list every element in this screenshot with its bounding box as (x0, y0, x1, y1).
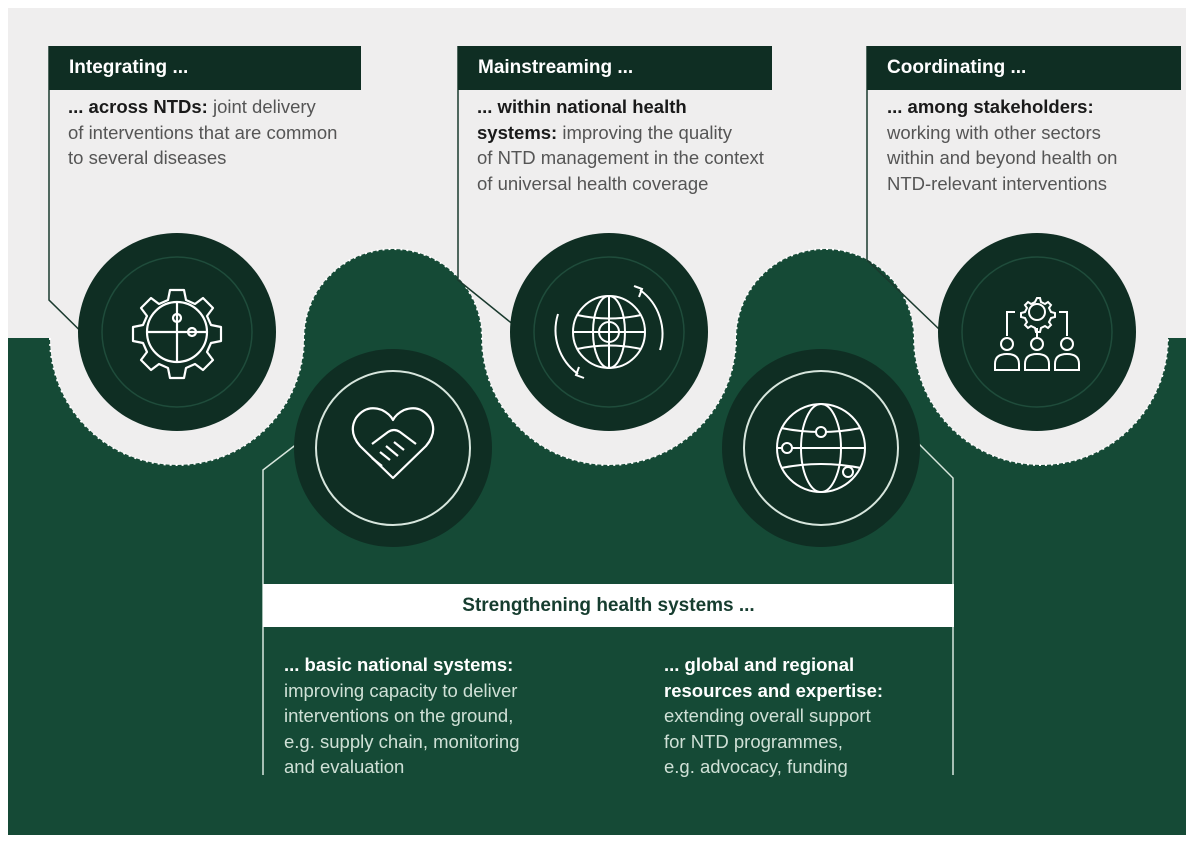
lead-mainstreaming-1: ... within national health (477, 96, 687, 117)
desc-coordinating: ... among stakeholders: working with oth… (887, 94, 1117, 196)
desc-line: joint delivery (207, 96, 316, 117)
stakeholders-gear-icon (994, 297, 1080, 371)
lead-global-1: ... global and regional (664, 654, 855, 675)
network-globe-icon (776, 403, 866, 493)
wave-dotted-edge (49, 248, 1169, 466)
puzzle-gear-icon (131, 288, 223, 380)
connector-line-coordinating (866, 46, 941, 331)
heart-handshake-icon (351, 407, 435, 480)
desc-line: of NTD management in the context (477, 147, 764, 168)
desc-line: of interventions that are common (68, 121, 338, 143)
desc-line: e.g. advocacy, funding (664, 756, 848, 777)
desc-line: of universal health coverage (477, 172, 709, 194)
desc-line: NTD-relevant interventions (887, 172, 1108, 194)
globe-cycle-icon (554, 285, 664, 379)
desc-mainstreaming: ... within national health systems: impr… (477, 94, 764, 196)
header-mainstreaming: Mainstreaming ... (458, 46, 772, 90)
lead-mainstreaming-2: systems: (477, 121, 558, 143)
desc-line: within and beyond health on (887, 147, 1118, 168)
strengthening-title: Strengthening health systems ... (263, 584, 954, 627)
desc-line: improving capacity to deliver (284, 679, 518, 701)
lead-basic-systems: ... basic national systems: (284, 654, 514, 675)
desc-line: working with other sectors (887, 121, 1101, 143)
desc-line: e.g. supply chain, monitoring (284, 730, 520, 752)
desc-line: and evaluation (284, 756, 405, 777)
desc-integrating: ... across NTDs: joint delivery of inter… (68, 94, 337, 171)
circle-basic-systems (294, 349, 492, 547)
connector-line-mainstreaming (457, 46, 521, 331)
desc-line: for NTD programmes, (664, 730, 843, 752)
lead-global-2: resources and expertise: (664, 679, 884, 701)
header-integrating: Integrating ... (49, 46, 361, 90)
desc-line: interventions on the ground, (284, 705, 514, 726)
desc-basic-systems: ... basic national systems: improving ca… (284, 652, 520, 780)
desc-line: improving the quality (557, 121, 733, 143)
header-coordinating: Coordinating ... (867, 46, 1181, 90)
lead-integrating: ... across NTDs: (68, 96, 208, 117)
desc-global-resources: ... global and regional resources and ex… (664, 652, 883, 780)
lead-coordinating: ... among stakeholders: (887, 96, 1094, 117)
desc-line: to several diseases (68, 147, 227, 168)
desc-line: extending overall support (664, 705, 871, 726)
